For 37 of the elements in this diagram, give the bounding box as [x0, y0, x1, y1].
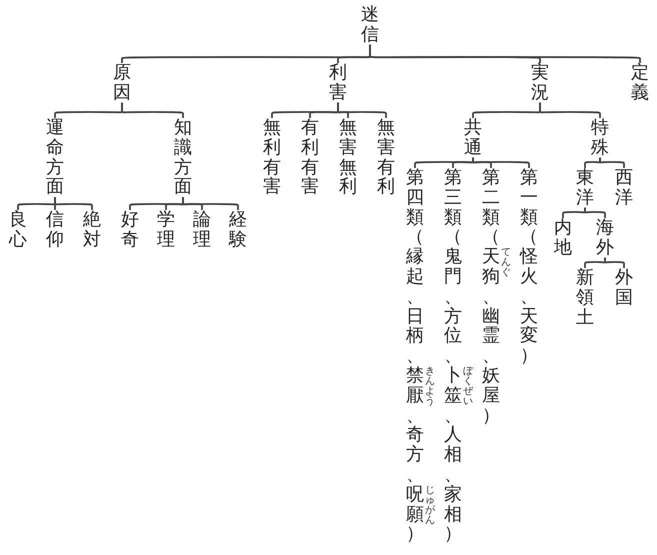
- category-label: 第四類（縁起、日柄、禁厭、奇方、呪願）: [406, 168, 424, 544]
- category-label: 有利有害: [301, 118, 319, 198]
- brace-connector: [369, 44, 641, 64]
- category-label: 好奇: [121, 210, 139, 250]
- ruby-annotation: ぼくぜい: [463, 367, 473, 407]
- ruby-annotation: てんぐ: [501, 248, 511, 278]
- brace-connector: [584, 208, 606, 218]
- category-label: 信仰: [46, 210, 64, 250]
- category-label: 新領土: [576, 268, 594, 328]
- category-label: 無害有利: [377, 118, 395, 198]
- category-label: 第三類（鬼門、方位、卜筮、人相、家相）: [444, 168, 462, 544]
- category-label: 無利有害: [263, 118, 281, 198]
- category-label: 学理: [157, 210, 175, 250]
- category-label: 絶対: [83, 210, 101, 250]
- category-label: 内地: [554, 218, 572, 258]
- category-label: 外国: [615, 268, 633, 308]
- category-label: 利害: [329, 63, 347, 103]
- category-label: 迷信: [361, 5, 379, 45]
- ruby-annotation: じゅがん: [425, 486, 435, 526]
- category-label: 第二類（天狗、幽霊、妖屋）: [482, 168, 500, 426]
- category-label: 無害無利: [339, 118, 357, 198]
- category-label: 東洋: [576, 168, 594, 208]
- category-label: 特殊: [591, 118, 609, 158]
- category-label: 経験: [229, 210, 247, 250]
- category-label: 良心: [9, 210, 27, 250]
- category-label: 原因: [113, 63, 131, 103]
- category-label: 実況: [531, 63, 549, 103]
- category-label: 知識方面: [174, 118, 192, 198]
- category-label: 運命方面: [46, 118, 64, 198]
- category-label: 論理: [193, 210, 211, 250]
- category-label: 海外: [596, 218, 614, 258]
- category-label: 共通: [464, 118, 482, 158]
- category-label: 第一類（怪火、天変）: [520, 168, 538, 366]
- brace-connector: [604, 258, 625, 268]
- category-label: 定義: [631, 63, 649, 103]
- category-label: 西洋: [615, 168, 633, 208]
- ruby-annotation: きんよう: [425, 367, 435, 407]
